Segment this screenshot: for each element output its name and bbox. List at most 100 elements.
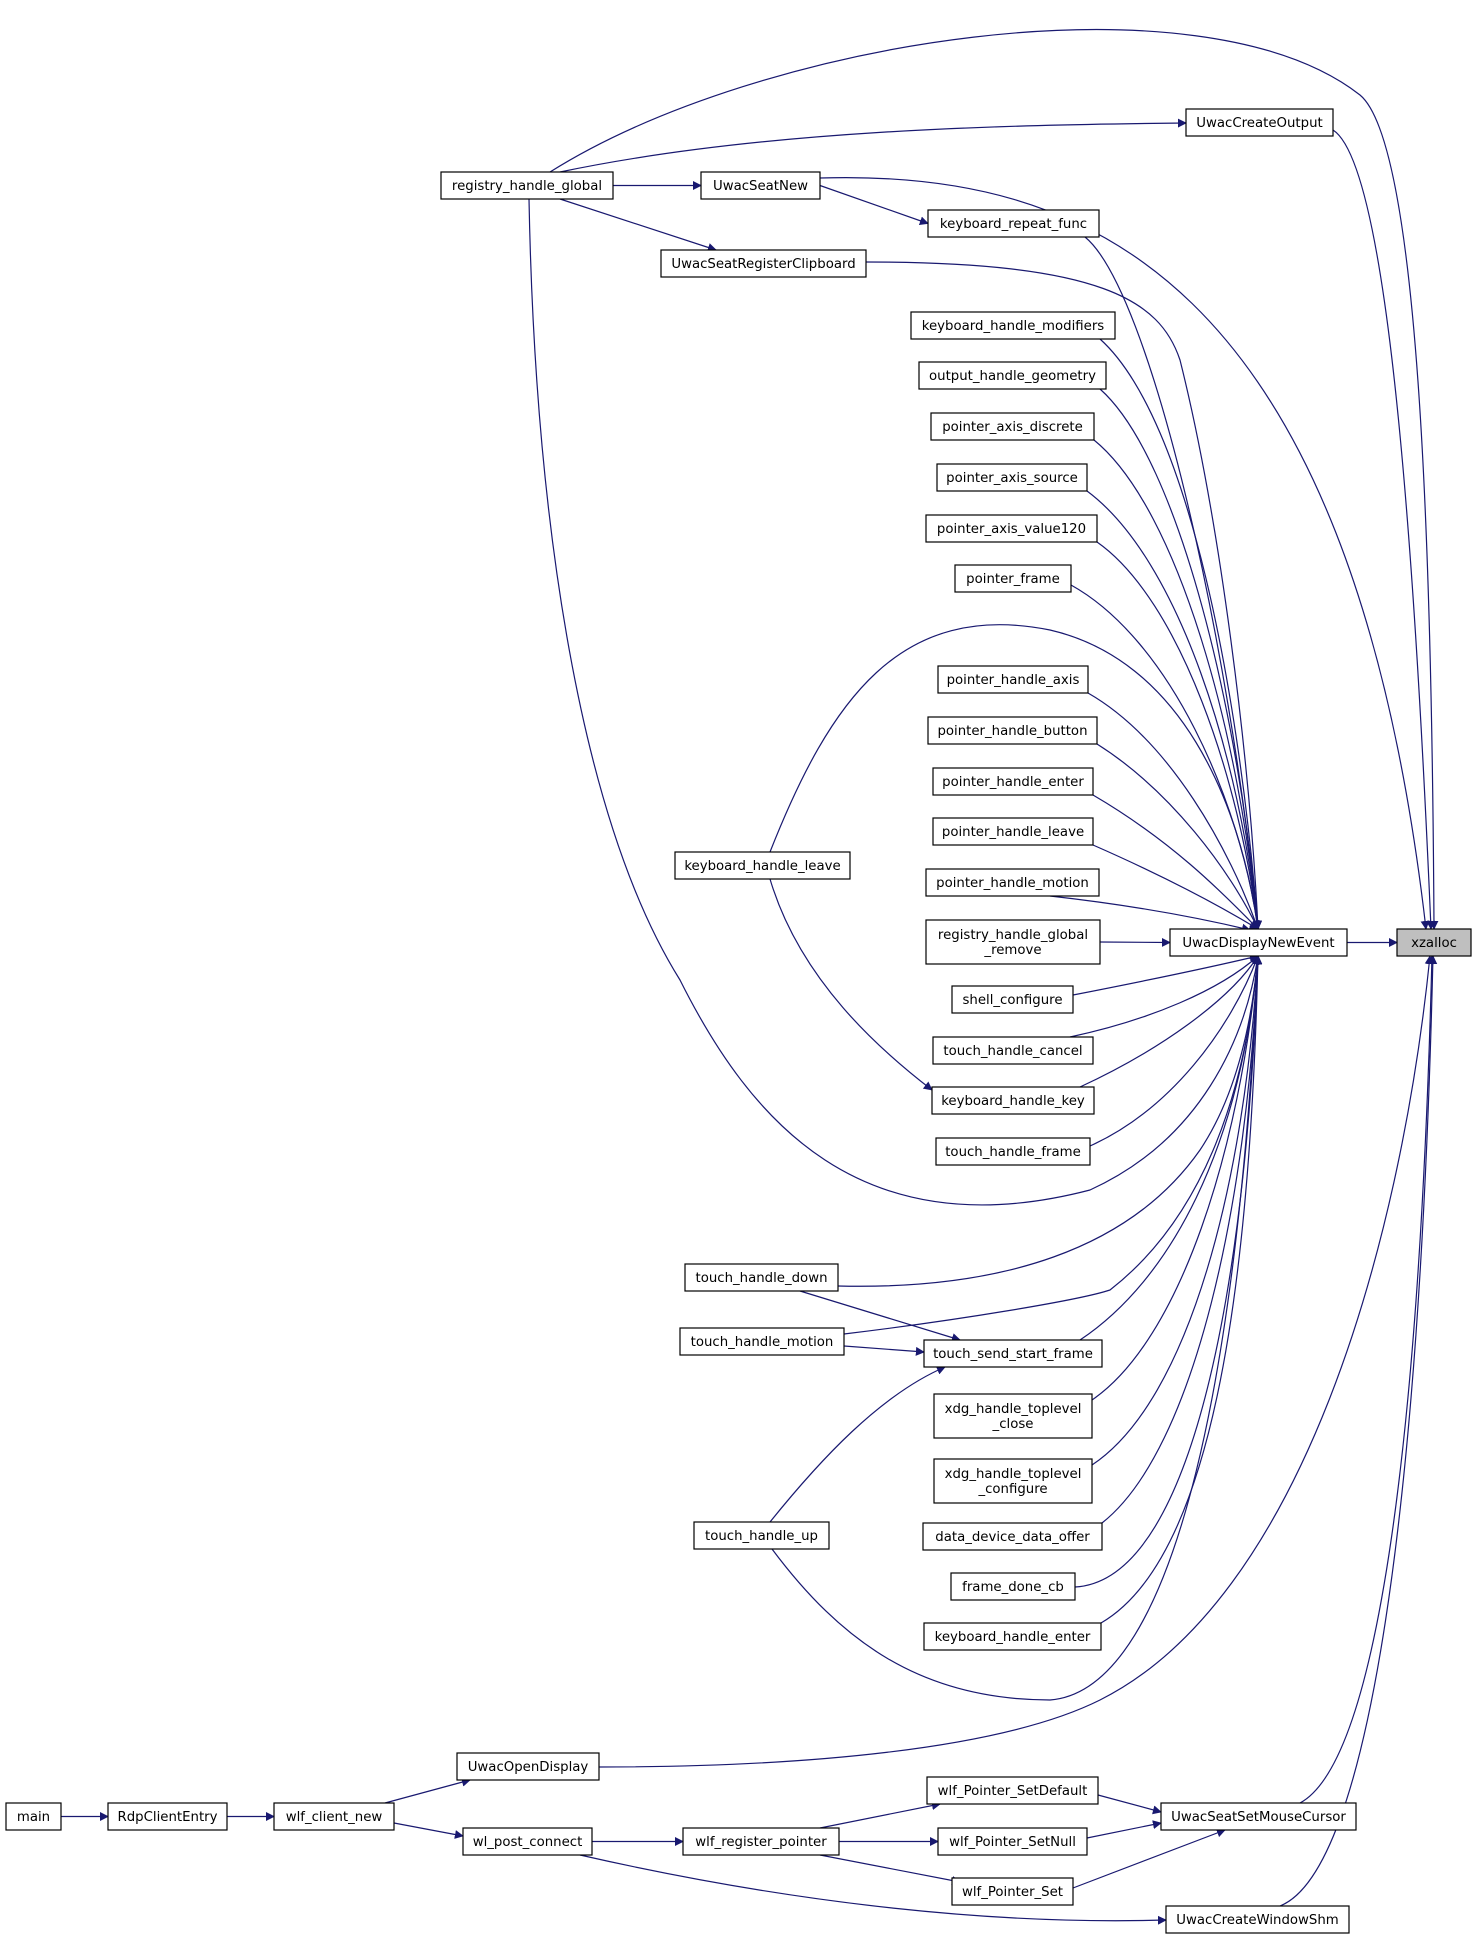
node-label: wlf_Pointer_SetNull	[949, 1835, 1076, 1850]
edge-xdg_handle_toplevel_configure-to-UwacDisplayNewEvent	[1091, 955, 1263, 1466]
node-keyboard_handle_key[interactable]: keyboard_handle_key	[931, 1086, 1095, 1115]
node-frame_done_cb[interactable]: frame_done_cb	[950, 1572, 1076, 1601]
node-label: pointer_handle_axis	[947, 673, 1080, 688]
node-box	[935, 1137, 1091, 1166]
node-label: registry_handle_global	[452, 179, 602, 194]
node-label: touch_handle_frame	[945, 1145, 1081, 1160]
edge-pointer_axis_source-to-UwacDisplayNewEvent	[1086, 490, 1262, 930]
node-label: UwacCreateOutput	[1196, 116, 1322, 131]
node-label: output_handle_geometry	[929, 369, 1096, 384]
edge-registry_handle_global_remove-to-UwacDisplayNewEvent	[1099, 937, 1171, 947]
edge-UwacSeatNew-to-keyboard_repeat_func	[819, 184, 929, 226]
edge-data_device_data_offer-to-UwacDisplayNewEvent	[1101, 955, 1263, 1524]
node-label: pointer_handle_leave	[942, 825, 1084, 840]
node-box	[925, 514, 1098, 543]
node-output_handle_geometry[interactable]: output_handle_geometry	[918, 361, 1107, 390]
node-touch_handle_down[interactable]: touch_handle_down	[684, 1263, 839, 1292]
node-wlf_client_new[interactable]: wlf_client_new	[273, 1802, 395, 1831]
edge-touch_handle_frame-to-UwacDisplayNewEvent	[1089, 955, 1260, 1147]
node-touch_send_start_frame[interactable]: touch_send_start_frame	[923, 1339, 1103, 1368]
node-keyboard_handle_leave[interactable]: keyboard_handle_leave	[674, 851, 851, 880]
node-touch_handle_motion[interactable]: touch_handle_motion	[679, 1327, 845, 1356]
edge-pointer_handle_leave-to-UwacDisplayNewEvent	[1092, 844, 1259, 930]
node-UwacSeatNew[interactable]: UwacSeatNew	[700, 171, 821, 200]
node-label: UwacCreateWindowShm	[1176, 1913, 1339, 1928]
node-RdpClientEntry[interactable]: RdpClientEntry	[107, 1802, 228, 1831]
node-box	[932, 767, 1094, 796]
node-registry_handle_global_remove[interactable]: registry_handle_global_remove	[925, 919, 1101, 965]
node-box	[933, 1393, 1093, 1439]
node-UwacCreateOutput[interactable]: UwacCreateOutput	[1185, 108, 1334, 137]
node-xdg_handle_toplevel_configure[interactable]: xdg_handle_toplevel_configure	[933, 1458, 1093, 1504]
node-touch_handle_cancel[interactable]: touch_handle_cancel	[932, 1036, 1094, 1065]
node-main[interactable]: main	[5, 1802, 62, 1831]
node-wlf_register_pointer[interactable]: wlf_register_pointer	[682, 1827, 840, 1856]
node-label: UwacOpenDisplay	[468, 1760, 589, 1775]
edge-xdg_handle_toplevel_close-to-UwacDisplayNewEvent	[1091, 955, 1262, 1401]
edge-UwacSeatSetMouseCursor-to-xzalloc	[1299, 955, 1437, 1804]
node-label: touch_handle_cancel	[943, 1044, 1082, 1059]
node-pointer_handle_motion[interactable]: pointer_handle_motion	[925, 868, 1100, 897]
node-box	[918, 361, 1107, 390]
node-label: shell_configure	[962, 993, 1062, 1008]
node-box	[462, 1827, 593, 1856]
node-xzalloc[interactable]: xzalloc	[1396, 928, 1472, 957]
node-box	[679, 1327, 845, 1356]
node-UwacSeatSetMouseCursor[interactable]: UwacSeatSetMouseCursor	[1160, 1802, 1357, 1831]
node-box	[925, 868, 1100, 897]
node-UwacSeatRegisterClipboard[interactable]: UwacSeatRegisterClipboard	[660, 249, 867, 278]
node-pointer_axis_value120[interactable]: pointer_axis_value120	[925, 514, 1098, 543]
node-label: wl_post_connect	[473, 1835, 583, 1850]
node-registry_handle_global[interactable]: registry_handle_global	[440, 171, 614, 200]
node-pointer_frame[interactable]: pointer_frame	[954, 564, 1072, 593]
node-box	[923, 1339, 1103, 1368]
node-UwacCreateWindowShm[interactable]: UwacCreateWindowShm	[1165, 1905, 1350, 1934]
edge-pointer_axis_discrete-to-UwacDisplayNewEvent	[1093, 439, 1262, 930]
node-UwacOpenDisplay[interactable]: UwacOpenDisplay	[456, 1752, 600, 1781]
node-box	[927, 209, 1100, 238]
node-keyboard_handle_enter[interactable]: keyboard_handle_enter	[923, 1622, 1102, 1651]
node-touch_handle_frame[interactable]: touch_handle_frame	[935, 1137, 1091, 1166]
node-wlf_Pointer_SetNull[interactable]: wlf_Pointer_SetNull	[937, 1827, 1088, 1856]
node-UwacDisplayNewEvent[interactable]: UwacDisplayNewEvent	[1169, 928, 1348, 957]
node-wlf_Pointer_SetDefault[interactable]: wlf_Pointer_SetDefault	[926, 1776, 1099, 1805]
node-xdg_handle_toplevel_close[interactable]: xdg_handle_toplevel_close	[933, 1393, 1093, 1439]
edge-wlf_register_pointer-to-wlf_Pointer_Set	[819, 1854, 961, 1885]
node-label: keyboard_handle_enter	[935, 1630, 1091, 1645]
node-label: wlf_register_pointer	[695, 1835, 827, 1850]
edge-wlf_Pointer_SetNull-to-UwacSeatSetMouseCursor	[1086, 1820, 1162, 1839]
node-box	[923, 1622, 1102, 1651]
edge-registry_handle_global-to-UwacDisplayNewEvent	[528, 198, 1262, 1206]
node-label: registry_handle_global	[938, 928, 1088, 943]
node-pointer_handle_enter[interactable]: pointer_handle_enter	[932, 767, 1094, 796]
edge-touch_handle_up-to-UwacDisplayNewEvent	[771, 955, 1263, 1701]
node-pointer_axis_source[interactable]: pointer_axis_source	[936, 463, 1088, 492]
edge-registry_handle_global-to-UwacSeatRegisterClipboard	[559, 198, 717, 252]
node-shell_configure[interactable]: shell_configure	[951, 985, 1074, 1014]
node-label: wlf_Pointer_SetDefault	[938, 1784, 1088, 1799]
node-pointer_handle_axis[interactable]: pointer_handle_axis	[937, 665, 1089, 694]
node-box	[682, 1827, 840, 1856]
node-keyboard_handle_modifiers[interactable]: keyboard_handle_modifiers	[910, 311, 1116, 340]
node-pointer_handle_button[interactable]: pointer_handle_button	[927, 716, 1098, 745]
node-pointer_handle_leave[interactable]: pointer_handle_leave	[932, 817, 1094, 846]
node-touch_handle_up[interactable]: touch_handle_up	[693, 1521, 830, 1550]
node-keyboard_repeat_func[interactable]: keyboard_repeat_func	[927, 209, 1100, 238]
node-label: main	[17, 1810, 50, 1825]
edge-touch_handle_down-to-UwacDisplayNewEvent	[837, 955, 1262, 1287]
node-wlf_Pointer_Set[interactable]: wlf_Pointer_Set	[951, 1877, 1074, 1906]
node-pointer_axis_discrete[interactable]: pointer_axis_discrete	[930, 412, 1095, 441]
node-box	[1160, 1802, 1357, 1831]
node-label: UwacSeatNew	[713, 179, 808, 194]
edge-UwacCreateOutput-to-xzalloc	[1332, 129, 1436, 930]
node-label: xzalloc	[1411, 936, 1457, 951]
node-box	[910, 311, 1116, 340]
node-data_device_data_offer[interactable]: data_device_data_offer	[922, 1522, 1103, 1551]
nodes-layer: xzalloc UwacDisplayNewEvent UwacCreateOutp…	[5, 108, 1472, 1934]
node-box	[926, 1776, 1099, 1805]
node-label: _close	[992, 1417, 1034, 1432]
node-label: keyboard_handle_key	[941, 1094, 1085, 1109]
node-label: pointer_axis_source	[946, 471, 1078, 486]
node-wl_post_connect[interactable]: wl_post_connect	[462, 1827, 593, 1856]
